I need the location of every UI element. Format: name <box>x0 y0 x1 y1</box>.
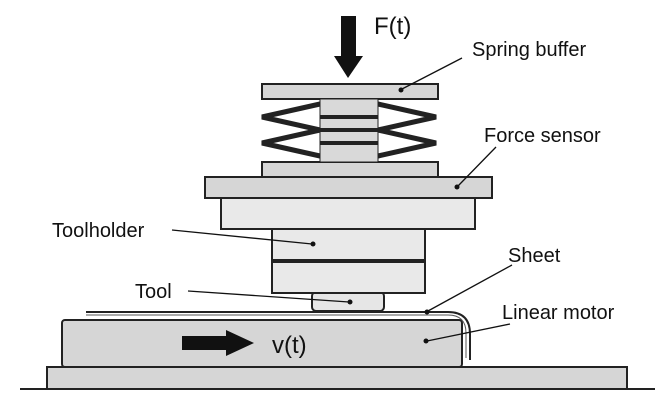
force-sensor-label: Force sensor <box>484 125 601 147</box>
toolholder-leader <box>171 229 313 245</box>
spring-buffer-leader <box>401 57 463 90</box>
velocity-arrow-head <box>226 330 254 356</box>
force-sensor-lower <box>220 197 476 230</box>
toolholder-gap <box>272 259 425 263</box>
force-arrow-head <box>334 56 363 78</box>
force-arrow-shaft <box>341 16 356 58</box>
spring-buffer-leader-dot <box>398 87 404 93</box>
toolholder-upper-block <box>271 228 426 261</box>
tool-leader-dot <box>347 299 353 305</box>
spring-coil-left <box>261 101 321 159</box>
linear-motor-leader-dot <box>423 338 429 344</box>
spring-buffer-bottom-plate <box>261 161 439 178</box>
spring-buffer-label: Spring buffer <box>472 39 586 61</box>
linear-motor-label: Linear motor <box>502 302 615 324</box>
sheet-label: Sheet <box>508 245 561 267</box>
velocity-label: v(t) <box>272 332 307 359</box>
force-sensor-leader <box>457 146 497 187</box>
base-plate <box>46 366 628 390</box>
linear-motor-leader <box>426 323 511 342</box>
linear-motor-slider <box>61 319 463 368</box>
sheet <box>86 311 471 360</box>
sheet-leader <box>427 264 513 312</box>
toolholder-leader-dot <box>310 241 316 247</box>
tool-leader <box>187 290 350 303</box>
force-sensor-leader-dot <box>454 184 460 190</box>
force-label: F(t) <box>374 13 411 40</box>
tool-label: Tool <box>135 281 172 303</box>
spring-coil-right <box>377 101 437 159</box>
spring-buffer-top-plate <box>261 83 439 100</box>
force-sensor-upper <box>204 176 493 199</box>
toolholder-label: Toolholder <box>52 220 145 242</box>
toolholder-lower-block <box>271 261 426 294</box>
velocity-arrow-shaft <box>182 336 228 350</box>
sheet-leader-dot <box>424 309 430 315</box>
